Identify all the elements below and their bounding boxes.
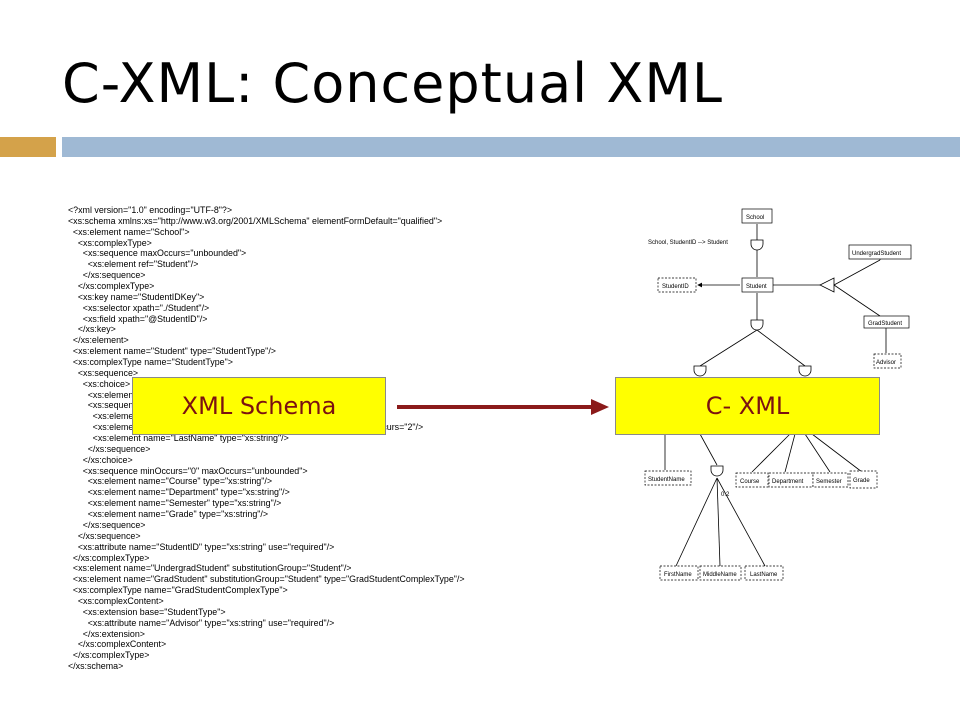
schema-line: <xs:complexType name="StudentType"> [68,357,233,368]
schema-line: </xs:sequence> [68,530,141,541]
node-school: School [746,215,764,221]
node-grad-student: GradStudent [868,321,902,327]
schema-line: <xs:choice> [68,378,131,389]
schema-line: </xs:sequence> [68,443,151,454]
node-semester: Semester [816,479,842,485]
schema-line: <xs:sequence> [68,367,139,378]
schema-line: </xs:element> [68,335,129,346]
node-middle-name: MiddleName [703,572,737,578]
xml-schema-callout: XML Schema [132,377,386,435]
schema-line: </xs:extension> [68,628,145,639]
schema-line: </xs:choice> [68,454,133,465]
schema-line: <xs:complexContent> [68,595,164,606]
schema-line: </xs:complexType> [68,281,155,292]
cxml-callout: C- XML [615,377,880,435]
right-arrow-icon [397,399,609,415]
schema-line: </xs:key> [68,324,116,335]
schema-line: <xs:field xpath="@StudentID"/> [68,313,208,324]
schema-line: <xs:attribute name="Advisor" type="xs:st… [68,617,335,628]
schema-line: <xs:extension base="StudentType"> [68,606,226,617]
node-first-name: FirstName [664,572,692,578]
xml-schema-listing: <?xml version="1.0" encoding="UTF-8"?><x… [68,205,508,672]
node-student: Student [746,284,767,290]
schema-line: <xs:element name="GradStudent" substitut… [68,574,465,585]
node-last-name: LastName [750,572,778,578]
schema-line: <xs:element name="Student" type="Student… [68,346,276,357]
schema-line: </xs:sequence> [68,519,146,530]
schema-line: <xs:key name="StudentIDKey"> [68,291,205,302]
cxml-diagram: School, StudentID --> Student School Stu… [644,208,912,581]
title-accent-bar-left [0,137,56,157]
node-undergrad-student: UndergradStudent [852,251,901,257]
schema-line: <xs:schema xmlns:xs="http://www.w3.org/2… [68,215,443,226]
schema-line: <xs:element name="School"> [68,226,190,237]
schema-line: <xs:element ref="Student"/> [68,259,199,270]
schema-line: <xs:element name="Grade" type="xs:string… [68,509,269,520]
schema-line: <xs:sequence> [68,400,148,411]
node-grade: Grade [853,478,870,484]
schema-line: <xs:element name="Semester" type="xs:str… [68,498,282,509]
fd-note: School, StudentID --> Student [648,240,728,246]
node-advisor: Advisor [876,360,896,366]
schema-line: </xs:complexType> [68,552,150,563]
schema-line: <xs:sequence maxOccurs="unbounded"> [68,248,247,259]
schema-line: </xs:sequence> [68,270,146,281]
schema-line: <xs:element name="Course" type="xs:strin… [68,476,272,487]
schema-line: <xs:sequence minOccurs="0" maxOccurs="un… [68,465,308,476]
node-student-name: StudentName [648,477,685,483]
schema-line: <xs:complexType> [68,237,152,248]
schema-line: </xs:complexType> [68,650,150,661]
schema-line: <?xml version="1.0" encoding="UTF-8"?> [68,205,233,215]
schema-line: <xs:element name="UndergradStudent" subs… [68,563,352,574]
multiplicity-label: 0:2 [721,492,730,498]
title-accent-bar-right [62,137,960,157]
schema-line: </xs:schema> [68,661,124,672]
schema-line: <xs:complexType name="GradStudentComplex… [68,585,288,596]
schema-line: <xs:attribute name="StudentID" type="xs:… [68,541,335,552]
schema-line: <xs:element name="Department" type="xs:s… [68,487,290,498]
schema-line: <xs:selector xpath="./Student"/> [68,302,210,313]
node-course: Course [740,479,760,485]
schema-line: </xs:complexContent> [68,639,167,650]
node-department: Department [772,479,804,485]
schema-line: <xs:element name="LastName" type="xs:str… [68,433,289,444]
node-student-id: StudentID [662,284,689,290]
slide-title: C-XML: Conceptual XML [62,52,724,115]
